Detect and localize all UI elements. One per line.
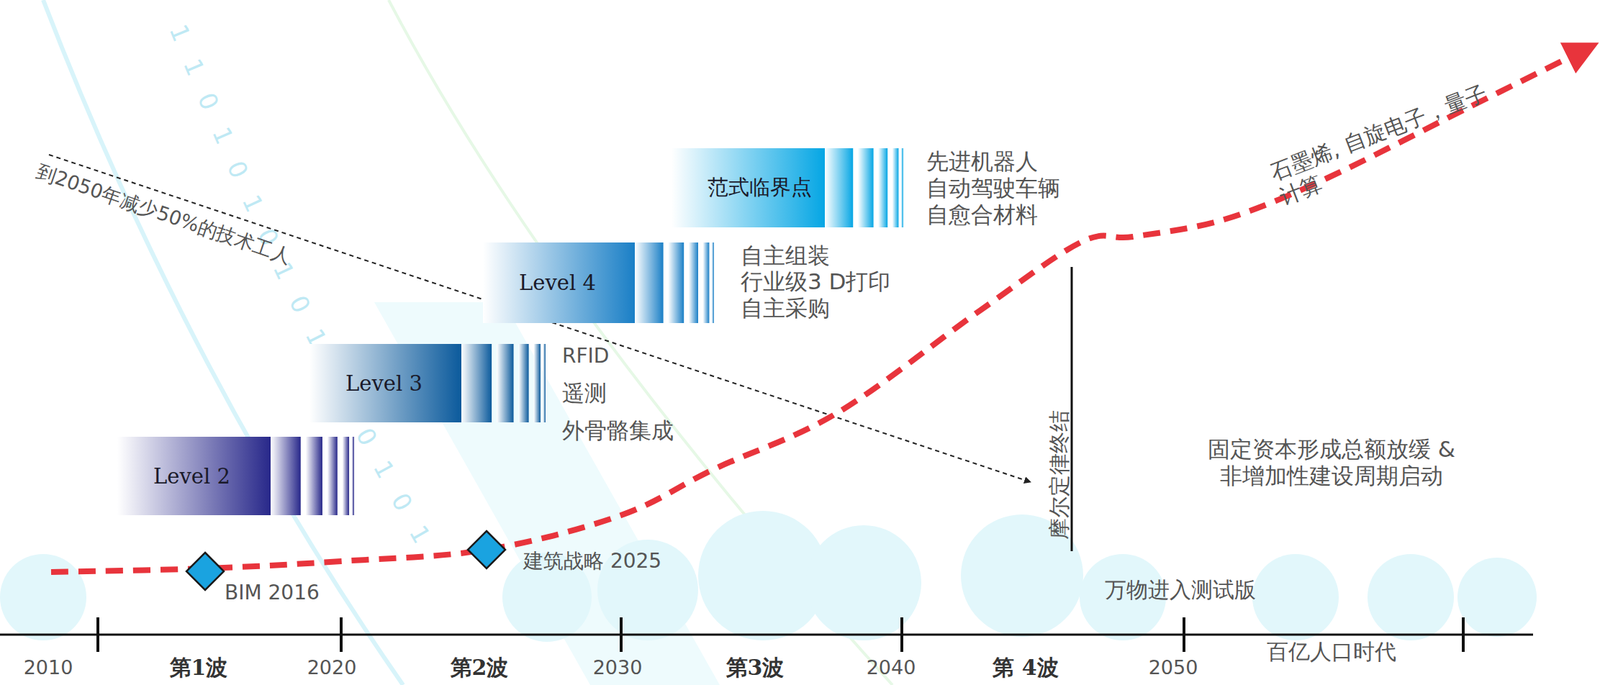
box-stripe <box>711 242 714 324</box>
axis-ticks <box>97 617 1464 653</box>
annotation: 固定资本形成总额放缓 & 非增加性建设周期启动 <box>1200 436 1464 490</box>
milestone-label: 建筑战略 2025 <box>523 547 662 576</box>
annotation: 石墨烯, 自旋电子，量子计算 <box>1266 77 1508 211</box>
diamond-shape <box>185 552 225 591</box>
box-stripe <box>270 436 301 516</box>
axis-label: 2010 <box>23 656 74 680</box>
box-stripe <box>461 344 492 423</box>
box-stripe <box>703 242 710 324</box>
level-box: Level 4 <box>482 242 635 324</box>
annotation: 外骨骼集成 <box>562 417 674 445</box>
axis-label: 2040 <box>866 656 917 680</box>
axis-label: 2020 <box>307 656 357 680</box>
milestone-label: BIM 2016 <box>224 580 320 605</box>
box-stripe <box>824 148 853 228</box>
level-box: Level 2 <box>117 436 271 516</box>
level-box: 范式临界点 <box>671 148 825 228</box>
box-stripe <box>342 436 350 516</box>
box-stripe <box>534 344 541 423</box>
annotation: 先进机器人 <box>926 148 1038 175</box>
annotation: 行业级3 D打印 <box>740 268 891 296</box>
level-label: 范式临界点 <box>707 173 812 203</box>
box-stripe <box>892 148 899 228</box>
growth-curve <box>51 50 1584 573</box>
milestone-diamond: BIM 2016 <box>185 552 225 591</box>
axis-label: 第2波 <box>450 654 509 681</box>
box-stripe <box>351 436 355 516</box>
box-stripe <box>518 344 530 423</box>
annotation: 万物进入测试版 <box>1104 577 1256 604</box>
axis-label: 第3波 <box>726 654 785 681</box>
box-stripe <box>542 344 546 423</box>
diamond-shape <box>467 530 506 570</box>
axis-label: 2030 <box>593 656 643 680</box>
axis-label: 第1波 <box>169 654 229 681</box>
box-stripe <box>878 148 888 228</box>
box-stripe <box>667 242 684 324</box>
box-stripe <box>901 148 904 228</box>
box-stripe <box>305 436 323 516</box>
level-label: Level 3 <box>345 371 423 396</box>
annotation: 摩尔定律终结 <box>1046 410 1073 540</box>
time-axis <box>0 634 1534 637</box>
axis-label: 百亿人口时代 <box>1266 639 1397 666</box>
box-stripe <box>857 148 874 228</box>
annotation: 遥测 <box>562 380 607 407</box>
bg-circles <box>0 511 1537 643</box>
milestone-diamond: 建筑战略 2025 <box>467 530 506 570</box>
annotation: 自主组装 <box>740 242 830 270</box>
box-stripe <box>327 436 338 516</box>
axis-label: 第 4波 <box>992 654 1059 681</box>
box-stripes <box>270 148 904 516</box>
annotation: 自愈合材料 <box>926 201 1038 229</box>
annotation: 自动驾驶车辆 <box>926 174 1061 202</box>
box-stripe <box>496 344 514 423</box>
level-label: Level 4 <box>518 270 596 296</box>
annotation: RFID <box>562 344 609 369</box>
box-stripe <box>634 242 664 324</box>
axis-label: 2050 <box>1148 656 1199 680</box>
level-label: Level 2 <box>153 464 231 489</box>
level-box: Level 3 <box>309 344 462 423</box>
annotation: 自主采购 <box>740 295 830 322</box>
box-stripe <box>688 242 699 324</box>
